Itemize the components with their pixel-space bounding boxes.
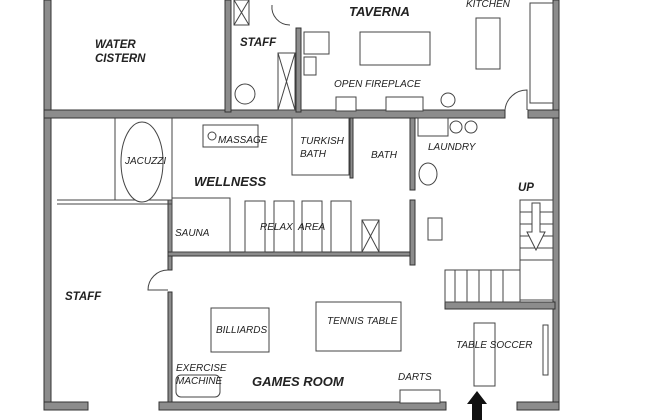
label-taverna: TAVERNA [349, 4, 410, 19]
wall-middle [43, 109, 506, 119]
wall-bottom-right [516, 401, 560, 411]
label-up: UP [518, 182, 534, 194]
label-jacuzzi: JACUZZI [124, 156, 166, 167]
kitchen-island [475, 17, 501, 70]
interior [57, 0, 554, 404]
sauna-room [171, 197, 231, 253]
label-table-soccer: TABLE SOCCER [456, 340, 533, 351]
wall-staff-taverna [295, 27, 302, 113]
wall-cistern-staff [224, 0, 232, 113]
turkish-bath-room [291, 117, 350, 176]
taverna-table [359, 31, 431, 66]
label-exercise-machine: EXERCISE [176, 363, 227, 374]
wall-bottom-left [43, 401, 89, 411]
wall-wellness-bottom [167, 251, 415, 257]
label-staff-top: STAFF [240, 37, 277, 49]
label-billiards: BILLIARDS [216, 325, 267, 336]
wall-staff-games-lower [167, 291, 173, 405]
tennis-table [315, 301, 402, 352]
label-laundry: LAUNDRY [428, 142, 477, 153]
table-soccer [473, 322, 496, 387]
stair-direction-arrow-icon [526, 202, 546, 252]
entrance-arrow-icon [467, 391, 487, 420]
label-bath: BATH [371, 150, 398, 161]
label-turkish-bath: TURKISH [300, 136, 345, 147]
label-water-cistern-2: CISTERN [95, 53, 146, 65]
wall-laundry-left [409, 117, 416, 191]
wall-corridor [409, 199, 416, 266]
wall-bottom-middle [158, 401, 447, 411]
wall-left [43, 0, 52, 411]
label-massage: MASSAGE [218, 135, 268, 146]
billiards-table [210, 307, 270, 353]
staircase[interactable] [444, 199, 554, 303]
label-kitchen: KITCHEN [466, 0, 511, 10]
label-darts: DARTS [398, 372, 432, 383]
label-turkish-bath-2: BATH [300, 149, 327, 160]
exercise-machine [175, 374, 221, 398]
label-sauna: SAUNA [175, 228, 210, 239]
wall-right [552, 0, 560, 411]
wall-middle-right [527, 109, 560, 119]
wall-bath [349, 117, 354, 179]
label-water-cistern: WATER [95, 39, 136, 51]
label-wellness: WELLNESS [194, 174, 267, 189]
wall-staff-games-upper [167, 199, 173, 271]
label-open-fireplace: OPEN FIREPLACE [334, 79, 421, 90]
massage-table [202, 124, 259, 148]
label-relax-area: RELAX AREA [260, 222, 326, 233]
label-staff-bottom: STAFF [65, 291, 102, 303]
label-games-room: GAMES ROOM [252, 374, 345, 389]
wall-stair-landing [444, 301, 556, 310]
label-tennis-table: TENNIS TABLE [327, 316, 398, 327]
darts-board [399, 389, 441, 404]
jacuzzi-tub [120, 121, 164, 203]
label-exercise-machine-2: MACHINE [176, 376, 222, 387]
